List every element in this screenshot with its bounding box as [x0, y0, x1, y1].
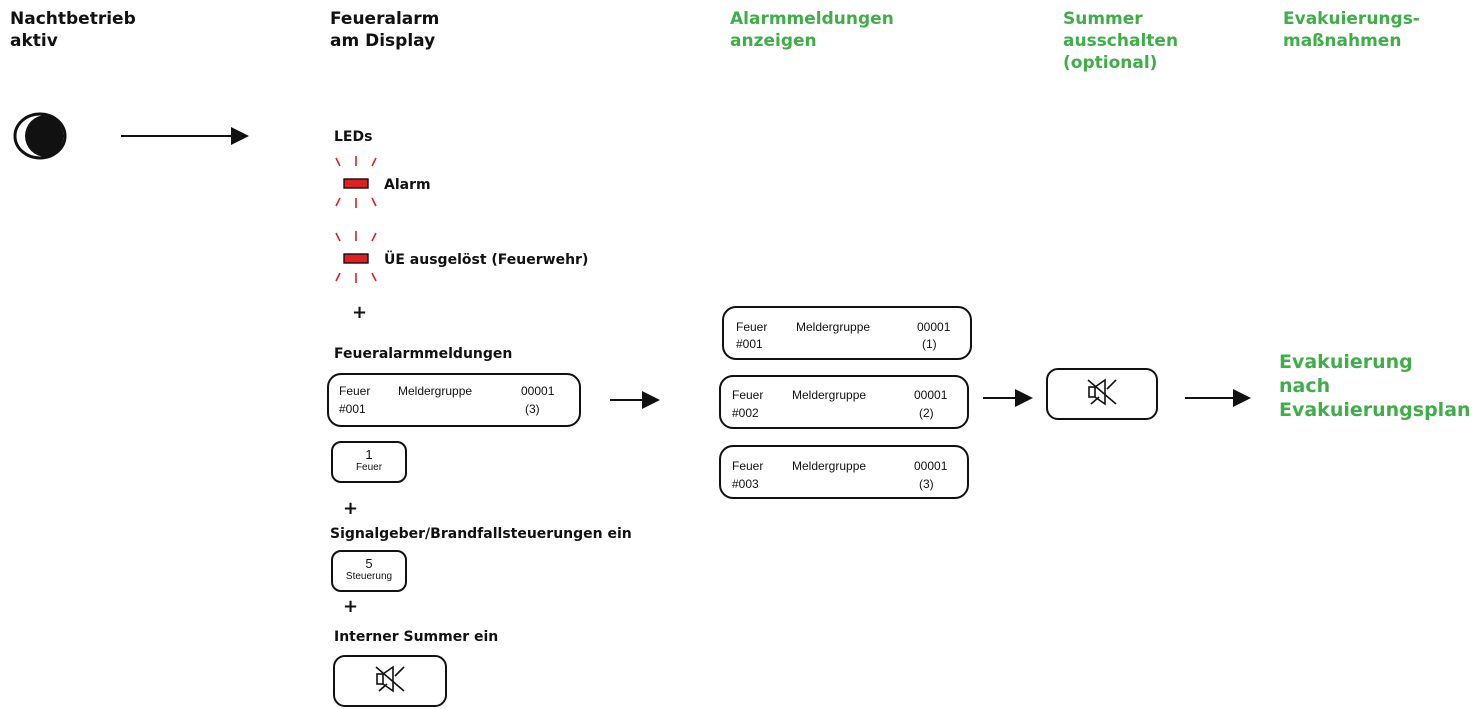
speaker-muted-icon	[373, 664, 407, 698]
arrow-to-alarm-list	[610, 391, 660, 409]
arrow-to-display	[121, 127, 249, 145]
plus-sign: +	[352, 302, 368, 323]
plus-sign: +	[343, 596, 359, 617]
silence-buzzer-key[interactable]	[1046, 368, 1158, 420]
steuerung-key[interactable]: 5 Steuerung	[331, 550, 407, 592]
mute-key-display[interactable]	[333, 655, 447, 707]
signal-title: Signalgeber/Brandfallsteuerungen ein	[330, 526, 632, 542]
header-silence-buzzer: Summer ausschalten (optional)	[1063, 9, 1179, 73]
header-show-alarm-messages: Alarmmeldungen anzeigen	[730, 9, 894, 51]
arrow-to-evacuation	[1185, 389, 1251, 407]
header-fire-alarm-display: Feueralarm am Display	[330, 9, 440, 51]
header-evacuation-measures: Evakuierungs- maßnahmen	[1283, 9, 1420, 51]
alarm-message-3: Feuer Meldergruppe 00001 #003 (3)	[719, 445, 969, 499]
feuer-key[interactable]: 1 Feuer	[331, 441, 407, 483]
led-fire-brigade	[332, 229, 382, 291]
plus-sign: +	[343, 498, 359, 519]
speaker-muted-icon	[1085, 377, 1119, 411]
buzzer-title: Interner Summer ein	[334, 629, 499, 645]
arrow-to-silence	[983, 389, 1033, 407]
evacuation-text: Evakuierung nach Evakuierungsplan	[1279, 351, 1471, 421]
fire-message-display: Feuer Meldergruppe 00001 #001 (3)	[327, 373, 581, 427]
led-alarm	[332, 154, 382, 216]
header-night-mode: Nachtbetrieb aktiv	[10, 9, 136, 51]
fire-messages-title: Feueralarmmeldungen	[334, 346, 513, 362]
led-fire-brigade-label: ÜE ausgelöst (Feuerwehr)	[384, 252, 589, 268]
moon-icon	[12, 111, 68, 165]
alarm-message-1: Feuer Meldergruppe 00001 #001 (1)	[722, 306, 972, 360]
alarm-message-2: Feuer Meldergruppe 00001 #002 (2)	[719, 375, 969, 429]
leds-title: LEDs	[334, 129, 373, 145]
led-alarm-label: Alarm	[384, 177, 431, 193]
